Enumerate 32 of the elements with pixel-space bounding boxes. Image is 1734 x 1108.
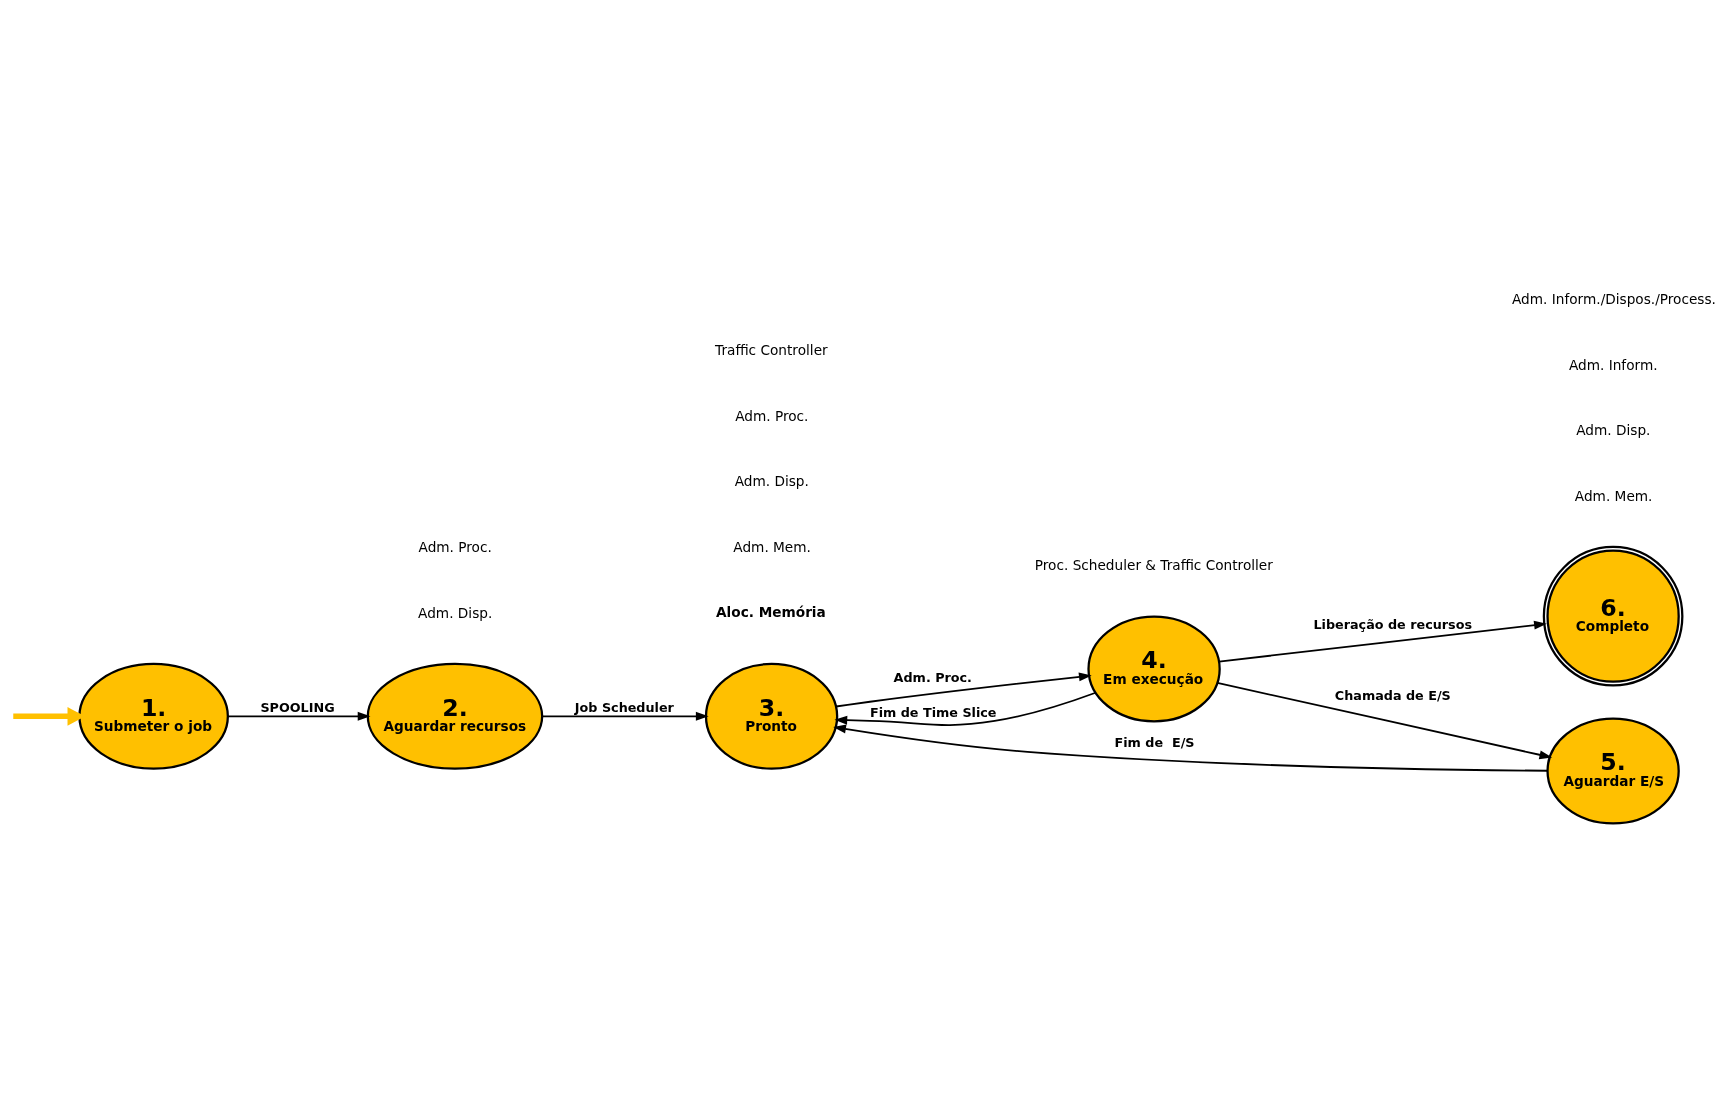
edge-label: Fim de Time Slice [869, 704, 997, 720]
label: Adm. Inform./Dispos./Process. [1512, 291, 1716, 308]
label: Adm. Disp. [1576, 422, 1651, 439]
label: Adm. Mem. [733, 538, 811, 555]
arrow [834, 691, 1097, 726]
edge-label: Chamada de E/S [1334, 688, 1451, 704]
label: Aloc. Memória [716, 603, 826, 620]
label: Traffic Controller [715, 342, 828, 359]
label: Adm. Disp. [418, 604, 493, 621]
label: Adm. Proc. [735, 407, 809, 424]
node-ellipse: 1. Submeter o job [78, 662, 229, 770]
node-ellipse: 4. Em execução [1087, 615, 1221, 723]
label: Proc. Scheduler & Traffic Controller [1034, 557, 1273, 574]
arrow [833, 724, 1549, 772]
node-ellipse: 2. Aguardar recursos [366, 662, 544, 770]
arrow [1216, 682, 1553, 760]
edge-label: Job Scheduler [574, 699, 674, 715]
node-ellipse: 3. Pronto [704, 662, 839, 770]
arrow [226, 711, 371, 721]
arrow [835, 672, 1092, 708]
edge-label: Fim de E/S [1114, 735, 1195, 751]
edge-label: Adm. Proc. [893, 669, 972, 685]
label: Adm. Proc. [418, 538, 492, 555]
arrow [541, 711, 709, 721]
label: Adm. Disp. [734, 473, 809, 490]
label: Adm. Inform. [1568, 356, 1658, 373]
arrow [1218, 620, 1547, 663]
label: Adm. Mem. [1574, 487, 1653, 504]
edge-label: Liberação de recursos [1313, 617, 1472, 633]
node-circle: 6. Completo [1542, 545, 1684, 687]
node-ellipse: 5. Aguardar E/S [1546, 717, 1680, 825]
edge-label: SPOOLING [260, 699, 335, 715]
